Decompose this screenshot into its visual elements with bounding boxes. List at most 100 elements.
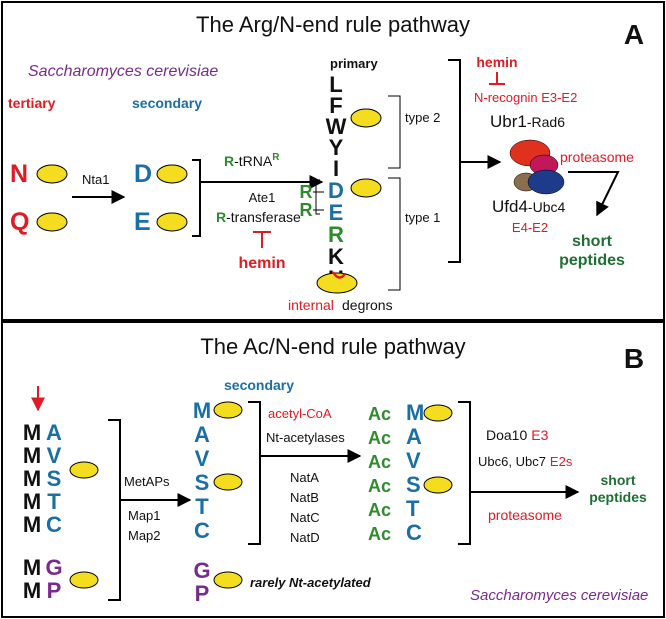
residue-q: Q	[10, 208, 29, 236]
metaps-label: MetAPs	[124, 474, 170, 489]
residue-f: F	[329, 93, 342, 118]
residue-g: G	[45, 555, 62, 580]
degron-substrate	[213, 401, 243, 419]
degron-substrate	[213, 571, 243, 589]
inhibition-symbol	[489, 72, 505, 85]
panel-a-letter: A	[624, 19, 644, 50]
hemin-label: hemin	[238, 255, 285, 272]
tertiary-label: tertiary	[8, 95, 56, 111]
short-label: short	[601, 472, 636, 488]
residue-v: V	[195, 446, 210, 471]
residue-r: R	[328, 222, 344, 247]
panel-b-letter: B	[624, 343, 644, 374]
residue-m: M	[23, 512, 41, 537]
residue-e: E	[134, 208, 151, 236]
type1-bracket	[388, 177, 401, 291]
ubr1-rad6-label: Ubr1-Rad6	[490, 112, 565, 131]
natd-label: NatD	[290, 530, 320, 545]
ac-prefix: Ac	[368, 428, 391, 448]
secondary-column: M A V S T C G P rarely Nt-acetylated	[193, 398, 372, 606]
residue-a: A	[194, 422, 210, 447]
ac-prefix: Ac	[368, 524, 391, 544]
ac-prefix: Ac	[368, 500, 391, 520]
degron-substrate	[36, 164, 68, 184]
met-rows: M A M V M S M T M C M G M P	[23, 420, 99, 603]
residue-m: M	[23, 489, 41, 514]
residue-s: S	[406, 472, 421, 497]
proteasome-label: proteasome	[488, 507, 562, 523]
residue-m: M	[406, 400, 424, 425]
ac-prefix: Ac	[368, 452, 391, 472]
organism-label: Saccharomyces cerevisiae	[470, 587, 648, 604]
short-label: short	[572, 233, 613, 250]
residue-v: V	[406, 448, 421, 473]
proteasome-label: proteasome	[560, 149, 634, 165]
residue-e: E	[329, 200, 344, 225]
residue-n: N	[10, 160, 28, 188]
residue-l: L	[329, 72, 342, 97]
r-prefix: R	[300, 200, 313, 220]
residue-d: D	[328, 178, 344, 203]
degron-substrate	[69, 571, 99, 589]
type2-bracket	[388, 95, 401, 169]
r-prefix-bracket	[315, 179, 320, 215]
inhibition-symbol	[253, 231, 271, 248]
acetylated-bracket	[458, 401, 471, 545]
residue-v: V	[47, 443, 62, 468]
organism-label: Saccharomyces cerevisiae	[28, 63, 218, 80]
residue-c: C	[406, 520, 422, 545]
secondary-bracket	[192, 159, 201, 237]
acetyl-coa-label: acetyl-CoA	[268, 406, 332, 421]
residue-p: P	[195, 581, 210, 606]
natase-bracket	[248, 401, 261, 545]
peptides-label: peptides	[589, 489, 647, 505]
type1-label: type 1	[405, 210, 440, 225]
rarely-acetylated-label: rarely Nt-acetylated	[250, 575, 372, 590]
panel-b-title: The Ac/N-end rule pathway	[200, 334, 465, 359]
residue-m: M	[23, 578, 41, 603]
r-trna-label: R-tRNAR	[224, 152, 280, 169]
degrons-label: degrons	[342, 297, 393, 313]
residue-a: A	[46, 420, 62, 445]
degron-substrate	[156, 212, 188, 232]
ufd4-ubc4-label: Ufd4-Ubc4	[492, 197, 565, 216]
residue-m: M	[23, 555, 41, 580]
degron-substrate	[350, 108, 382, 128]
panel-b: The Ac/N-end rule pathway B secondary M …	[1, 321, 665, 618]
map1-label: Map1	[128, 508, 161, 523]
ac-prefix: Ac	[368, 476, 391, 496]
nta1-label: Nta1	[82, 172, 109, 187]
internal-degron-mark	[331, 271, 346, 279]
residue-m: M	[23, 443, 41, 468]
degron-substrate	[156, 164, 188, 184]
degron-substrate	[423, 404, 453, 422]
internal-label: internal	[288, 297, 334, 313]
ac-prefix: Ac	[368, 404, 391, 424]
panel-b-frame	[1, 321, 665, 618]
residue-g: G	[193, 558, 210, 583]
residue-m: M	[23, 420, 41, 445]
residue-m: M	[193, 398, 211, 423]
residue-k: K	[328, 244, 344, 269]
nt-acetylases-label: Nt-acetylases	[266, 430, 345, 445]
map2-label: Map2	[128, 528, 161, 543]
degron-substrate	[69, 461, 99, 479]
residue-t: T	[406, 496, 420, 521]
residue-t: T	[195, 494, 209, 519]
residue-y: Y	[329, 135, 344, 160]
nata-label: NatA	[290, 470, 319, 485]
residue-p: P	[47, 578, 62, 603]
degron-substrate	[350, 178, 382, 198]
ufd4-shape	[527, 169, 565, 195]
residue-c: C	[46, 512, 62, 537]
secondary-label: secondary	[132, 95, 202, 111]
ubiquitin-ligase-complex	[509, 139, 565, 195]
residue-t: T	[47, 489, 61, 514]
secondary-label: secondary	[224, 377, 294, 393]
degron-substrate	[213, 473, 243, 491]
internal-degron-substrate	[316, 272, 358, 294]
